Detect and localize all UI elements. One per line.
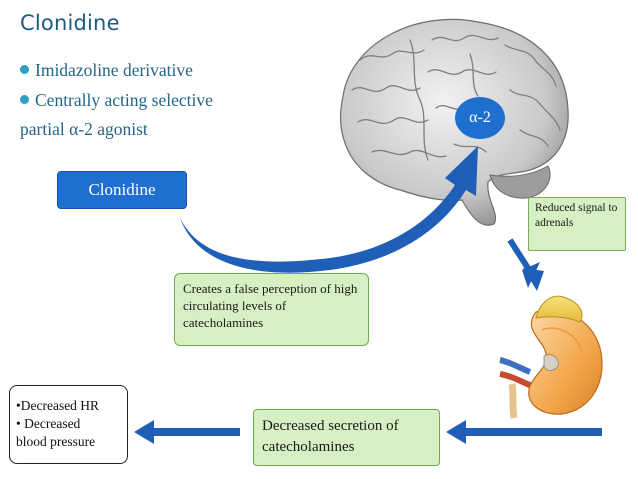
- decreased-secretion-box: Decreased secretion of catecholamines: [253, 409, 440, 466]
- arrow-secretion-to-effects: [134, 420, 240, 444]
- effect-bp-line1: • Decreased: [16, 416, 81, 431]
- kidney-adrenal-illustration: [496, 295, 606, 419]
- arrow-to-kidney: [507, 238, 544, 291]
- bullet-dot-icon: [20, 65, 29, 74]
- effects-box: •Decreased HR • Decreased blood pressure: [9, 385, 128, 464]
- false-perception-box: Creates a false perception of high circu…: [174, 273, 369, 346]
- bullet-centrally-acting: Centrally acting selective: [20, 90, 213, 111]
- bullet-dot-icon: [20, 95, 29, 104]
- bullet-imidazoline: Imidazoline derivative: [20, 60, 193, 81]
- effect-hr: •Decreased HR: [16, 398, 100, 413]
- bullet-continuation: partial α-2 agonist: [20, 119, 148, 139]
- bullet-text: Imidazoline derivative: [35, 60, 193, 80]
- curved-arrow-to-receptor: [180, 146, 478, 273]
- clonidine-drug-box: Clonidine: [57, 171, 187, 209]
- brain-illustration: [339, 18, 569, 226]
- effect-bp-line2: blood pressure: [16, 434, 96, 449]
- arrow-kidney-to-secretion: [446, 420, 602, 444]
- bullet-text: Centrally acting selective: [35, 90, 213, 110]
- alpha2-receptor-circle: α-2: [455, 97, 505, 139]
- reduced-signal-box: Reduced signal to adrenals: [528, 197, 626, 251]
- page-title: Clonidine: [20, 11, 120, 35]
